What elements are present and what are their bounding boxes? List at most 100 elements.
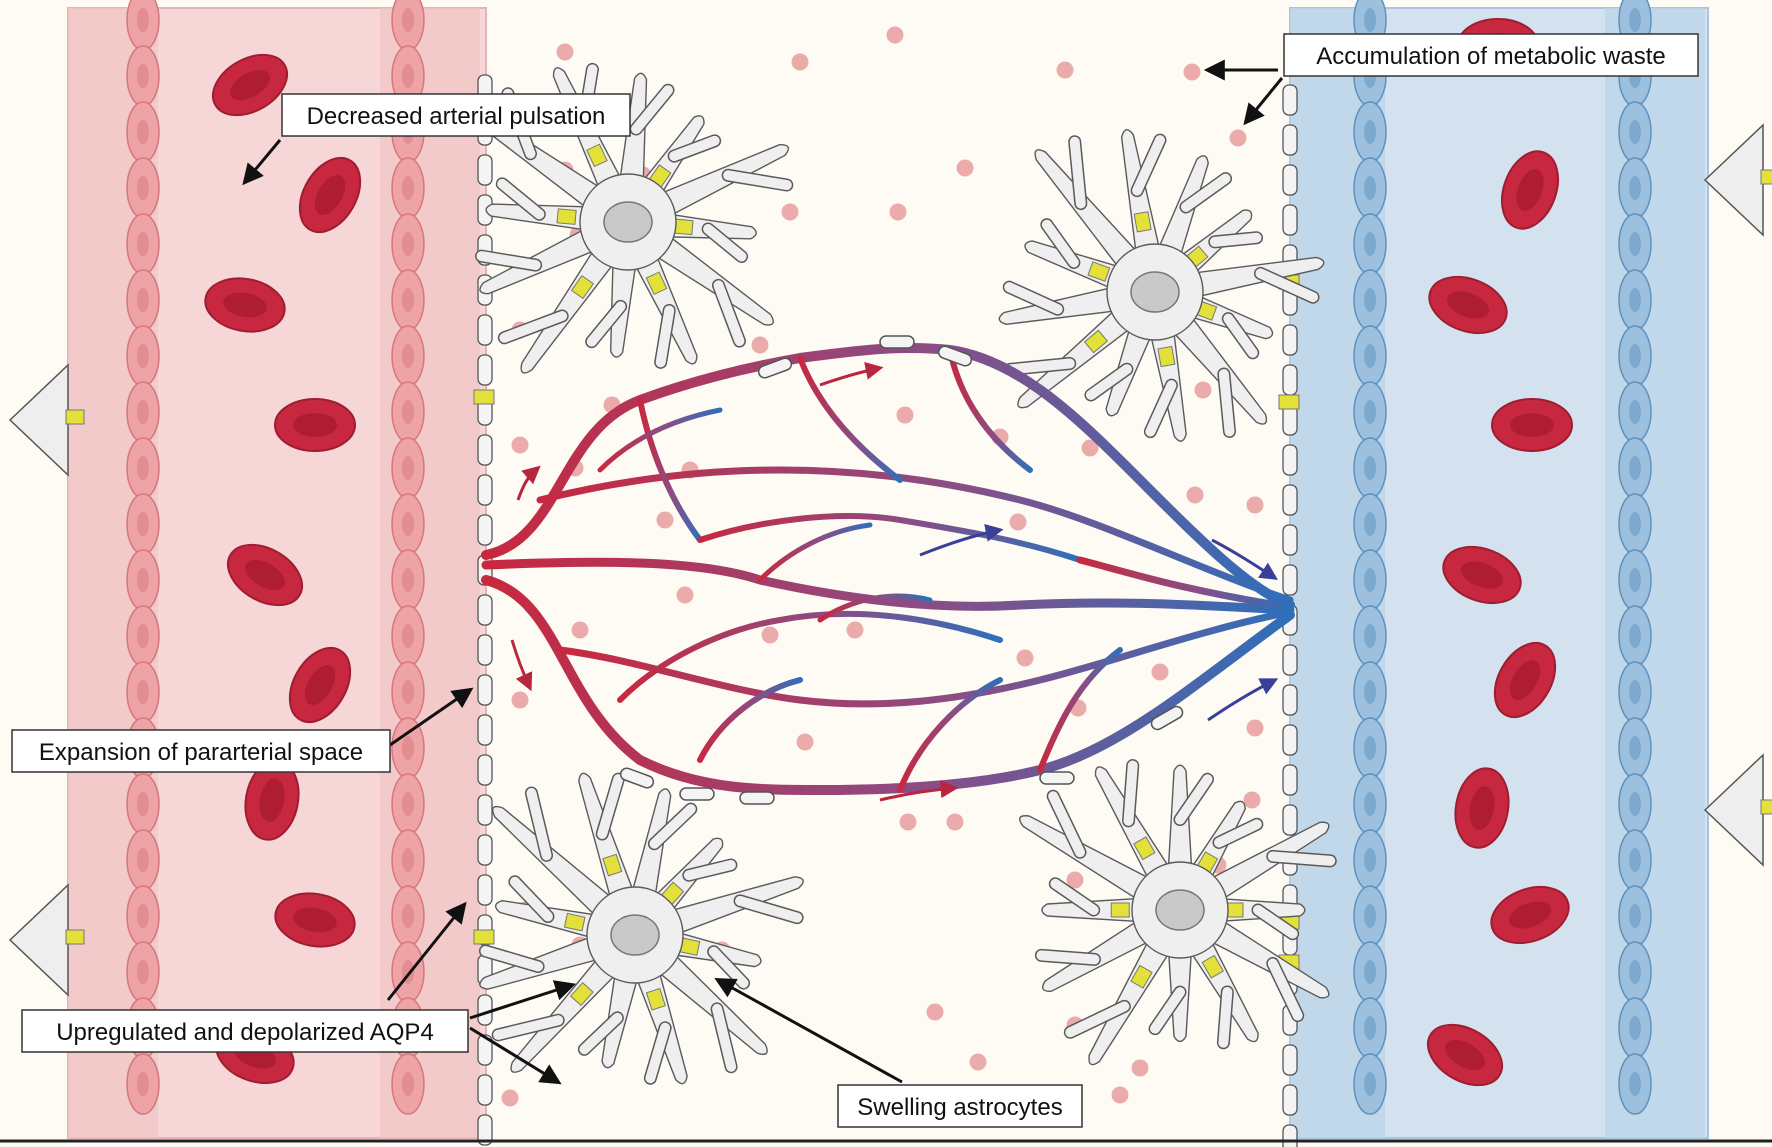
aqp4-channel-icon (1760, 169, 1772, 185)
aqp4-channel-icon (1130, 964, 1153, 989)
endothelial-nucleus (137, 848, 149, 872)
endfoot (1282, 364, 1298, 396)
aqp4-channel-icon (1133, 211, 1152, 233)
endothelial-nucleus (137, 64, 149, 88)
arrow-decreased-pulsation (242, 139, 282, 186)
endothelial-nucleus (402, 736, 414, 760)
waste-particle-icon (956, 159, 974, 177)
aqp4-channel-icon (569, 981, 594, 1007)
rbc-center (245, 559, 285, 591)
astrocyte-nucleus (1130, 271, 1180, 313)
endothelial-nucleus (402, 1072, 414, 1096)
waste-particle-icon (781, 203, 799, 221)
endfoot (1282, 684, 1298, 716)
waste-particle-icon (501, 1089, 519, 1107)
aqp4-channel-icon (570, 274, 595, 300)
red-blood-cells (204, 53, 362, 1085)
astrocyte-branch (1267, 958, 1303, 1021)
endothelial-nucleus (402, 400, 414, 424)
endothelial-nucleus (137, 624, 149, 648)
astrocyte-nucleus (603, 201, 653, 243)
endfoot (477, 754, 493, 786)
endothelial-nucleus (1629, 344, 1641, 368)
endfoot (1282, 804, 1298, 836)
endfoot (477, 834, 493, 866)
astrocyte-branch (597, 774, 624, 840)
waste-particle-icon (1246, 719, 1264, 737)
artery (67, 0, 487, 1139)
astrocyte-branch (645, 1022, 671, 1084)
aqp4-channel-icon (1278, 394, 1300, 410)
aqp4-channel-icon (673, 218, 694, 236)
astrocyte-branch (493, 1015, 564, 1040)
rbc-center (1508, 901, 1552, 929)
waste-particle-icon (1186, 486, 1204, 504)
endothelial-nucleus (137, 456, 149, 480)
endfoot (477, 674, 493, 706)
endothelial-nucleus (1364, 1072, 1376, 1096)
endothelial-nucleus (137, 1072, 149, 1096)
endothelial-nucleus (402, 344, 414, 368)
waste-particle-icon (896, 406, 914, 424)
arrow-swelling (714, 977, 903, 1084)
endothelial-nucleus (1364, 736, 1376, 760)
astrocyte-branch (1050, 878, 1099, 915)
endfoot (1282, 524, 1298, 556)
endothelial-nucleus (1629, 120, 1641, 144)
astrocyte-branch (1209, 232, 1262, 247)
endothelial-nucleus (137, 904, 149, 928)
rbc-center (1460, 561, 1504, 589)
astrocyte-branch (1214, 819, 1262, 848)
flow-arrow-red-3 (819, 362, 884, 387)
astrocyte-branch (1004, 282, 1063, 315)
rbc-center (293, 907, 337, 933)
astrocyte-icon (998, 129, 1325, 442)
astrocyte-branch (712, 1003, 737, 1072)
rbc-center (223, 292, 267, 318)
endothelial-nucleus (1364, 792, 1376, 816)
astrocyte-branch (1253, 905, 1298, 939)
astrocyte-branch (1218, 986, 1233, 1048)
arrow-aqp4-2 (469, 980, 576, 1020)
endothelial-nucleus (1629, 792, 1641, 816)
endfoot (1282, 644, 1298, 676)
endothelial-nucleus (1629, 456, 1641, 480)
aqp4-channel-icon (556, 208, 577, 225)
endothelial-nucleus (1629, 960, 1641, 984)
endothelial-nucleus (137, 288, 149, 312)
rbc-center (1516, 168, 1544, 212)
astrocyte-branch (586, 301, 626, 347)
rbc-center (1509, 660, 1541, 700)
astrocyte-branch (1041, 219, 1079, 268)
aqp4-channel-icon (1201, 954, 1225, 979)
endothelial-nucleus (1364, 456, 1376, 480)
endothelial-nucleus (402, 568, 414, 592)
aqp4-channel-icon (1110, 902, 1130, 918)
astrocyte-branch (655, 305, 675, 368)
endothelial-nucleus (137, 512, 149, 536)
waste-particle-icon (889, 203, 907, 221)
waste-particle-icon (1246, 496, 1264, 514)
waste-particle-icon (926, 1003, 944, 1021)
astrocyte-branch (1267, 851, 1336, 866)
waste-particle-icon (946, 813, 964, 831)
red-blood-cell-icon (1454, 767, 1510, 849)
label-aqp4-text: Upregulated and depolarized AQP4 (56, 1019, 434, 1046)
waste-particle-icon (656, 511, 674, 529)
endothelial-nucleus (1629, 512, 1641, 536)
label-decreased-pulsation: Decreased arterial pulsation (281, 93, 631, 137)
waste-particle-icon (886, 26, 904, 44)
red-blood-cell-icon (1442, 545, 1522, 605)
endothelial-nucleus (1629, 400, 1641, 424)
rbc-center (1446, 291, 1490, 319)
label-aqp4: Upregulated and depolarized AQP4 (21, 1009, 469, 1053)
astrocyte-icon (478, 772, 804, 1085)
endothelial-nucleus (137, 568, 149, 592)
flow-arrow-blue-2 (1211, 538, 1279, 580)
label-metabolic-waste-text: Accumulation of metabolic waste (1316, 43, 1666, 70)
capillary-network (481, 343, 1295, 796)
astrocyte-branch (1175, 774, 1213, 825)
astrocyte-branch (480, 946, 544, 972)
waste-particle-icon (1229, 129, 1247, 147)
